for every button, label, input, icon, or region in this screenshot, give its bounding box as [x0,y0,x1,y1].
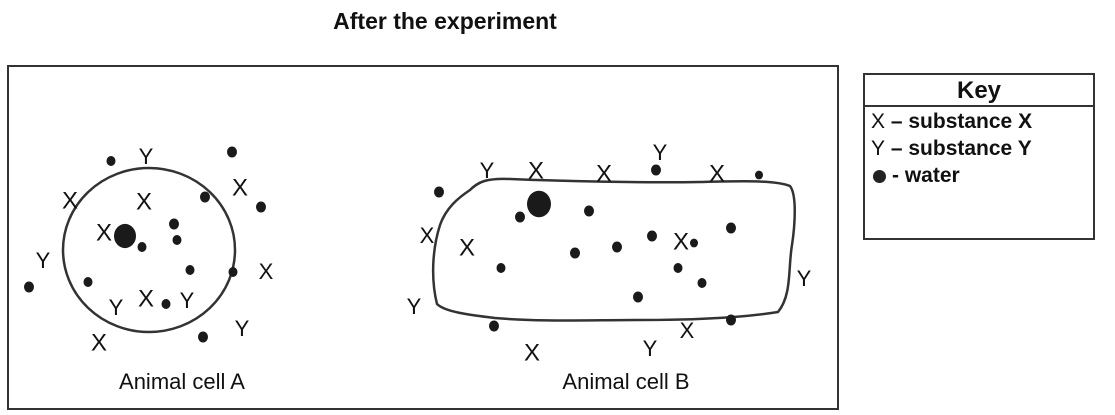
diagram-frame [7,65,839,410]
substance-x-particle: X [709,161,725,188]
key-text-x: – substance X [885,110,1033,133]
water-particle [434,186,444,198]
substance-x-particle: X [136,189,152,216]
substance-x-particle: X [524,340,540,367]
substance-x-particle: X [232,175,248,202]
water-particle [161,299,171,309]
key-title: Key [956,77,1002,104]
water-particle [200,191,210,203]
substance-x-particle: X [680,318,695,343]
water-particle [726,222,736,234]
water-particle [228,267,238,277]
substance-x-particle: X [259,259,274,284]
substance-y-particle: Y [139,144,154,169]
substance-x-particle: X [528,158,544,185]
key-row-y: Y – substance Y [865,137,1093,161]
substance-x-particle: X [459,235,475,262]
substance-x-particle: X [596,161,612,188]
water-particle [527,190,551,218]
key-text-y: – substance Y [885,137,1032,160]
water-particle [489,320,499,332]
water-particle [647,230,657,242]
water-particle [755,170,763,180]
water-particle [690,238,698,248]
substance-y-particle: Y [235,316,250,341]
water-particle [633,291,643,303]
key-row-x: X – substance X [865,110,1093,134]
water-dot-icon [873,169,886,183]
substance-y-particle: Y [180,288,195,313]
substance-x-particle: X [138,286,154,313]
water-particle [114,223,136,249]
substance-x-particle: X [91,330,107,357]
substance-y-particle: Y [407,294,422,319]
water-particle [256,201,266,213]
substance-y-particle: Y [643,336,658,361]
water-particle [570,247,580,259]
cell-a-membrane [61,166,237,334]
key-divider [865,105,1093,107]
cell-b-label: Animal cell B [562,369,689,394]
water-particle [137,242,147,252]
substance-x-particle: X [420,223,435,248]
cell-a-label: Animal cell A [119,369,245,394]
substance-x-particle: X [96,220,112,247]
water-particle [24,281,34,293]
water-particle [651,164,661,176]
substance-y-particle: Y [653,140,668,165]
key-symbol-y: Y [871,137,886,160]
diagram-title: After the experiment [333,8,557,34]
substance-y-particle: Y [480,158,495,183]
key-box: Key X – substance X Y – substance Y - wa… [863,73,1095,240]
water-particle [106,156,116,166]
water-particle [726,314,736,326]
cell-b-membrane [431,177,796,322]
water-particle [612,241,622,253]
water-particle [697,278,707,288]
water-particle [515,211,525,223]
water-particle [172,235,182,245]
substance-x-particle: X [673,229,689,256]
substance-x-particle: X [62,188,78,215]
water-particle [496,263,506,273]
water-particle [185,265,195,275]
water-particle [169,218,179,230]
water-particle [198,331,208,343]
key-row-water: - water [865,164,1093,188]
substance-y-particle: Y [36,248,51,273]
key-symbol-x: X [871,110,886,133]
substance-y-particle: Y [797,266,812,291]
water-particle [673,263,683,273]
substance-y-particle: Y [109,295,124,320]
water-particle [227,146,237,158]
water-particle [83,277,93,287]
water-particle [584,205,594,217]
key-text-water: - water [892,164,960,187]
